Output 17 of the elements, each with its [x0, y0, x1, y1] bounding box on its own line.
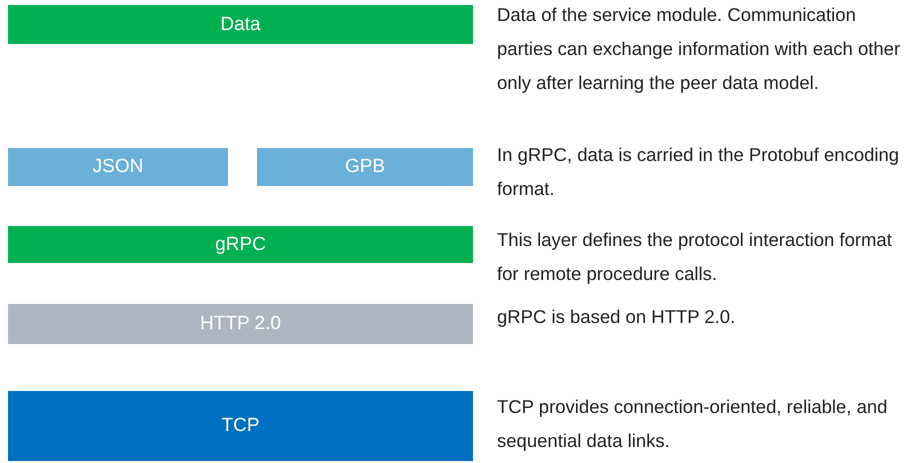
- layer-description: gRPC is based on HTTP 2.0.: [497, 305, 736, 329]
- layer-label: TCP: [222, 415, 260, 437]
- layer-bar: [257, 148, 473, 186]
- layer-description: Data of the service module. Communication parties can exchange information with each other only after learning the peer data model.: [497, 3, 902, 95]
- layer-label: Data: [220, 14, 261, 36]
- layer-label: GPB: [344, 156, 386, 178]
- layer-bar: [8, 148, 228, 186]
- layer-description: In gRPC, data is carried in the Protobuf encoding format.: [497, 143, 900, 201]
- layer-bar: [8, 391, 473, 461]
- layer-bar: [8, 304, 473, 344]
- layer-description: TCP provides connection-oriented, reliable, and sequential data links.: [497, 395, 888, 453]
- layer-label: gRPC: [215, 234, 266, 256]
- layer-label: JSON: [92, 156, 144, 178]
- layer-label: HTTP 2.0: [200, 313, 281, 335]
- layer-bar: [8, 5, 473, 44]
- layer-bar: [8, 226, 473, 263]
- layer-description: This layer defines the protocol interaction format for remote procedure calls.: [497, 228, 893, 286]
